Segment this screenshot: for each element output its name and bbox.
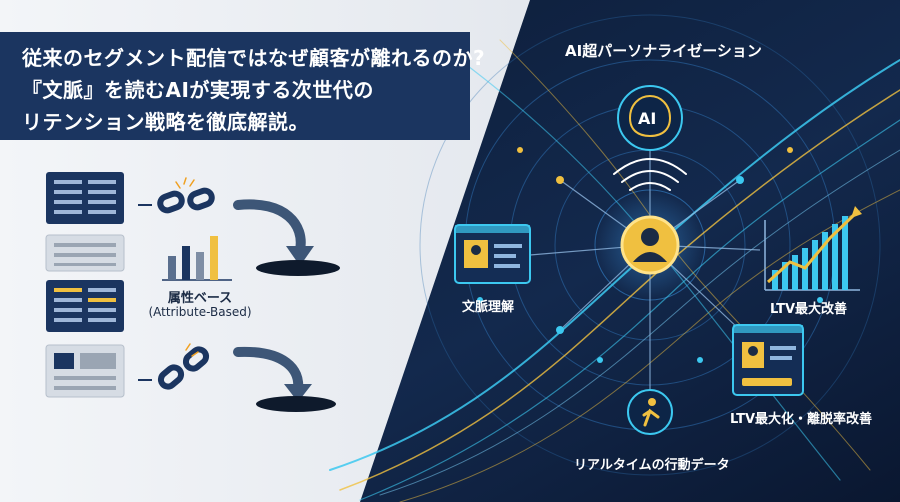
ltv-churn-label: LTV最大化・離脱率改善 — [730, 412, 873, 427]
signal-icon — [613, 158, 687, 191]
context-understanding-label: 文脈理解 — [462, 300, 515, 315]
activity-icon — [627, 389, 673, 435]
growth-chart-icon — [764, 206, 862, 291]
attribute-label-en: (Attribute-Based) — [148, 305, 252, 319]
profile-card-icon — [454, 224, 531, 284]
segment-list-1 — [46, 172, 124, 224]
attribute-label: 属性ベース — [167, 291, 233, 306]
segment-list-4 — [45, 344, 125, 398]
headline-line-1: 従来のセグメント配信ではなぜ顧客が離れるのか? — [22, 46, 486, 70]
segment-list-2 — [45, 234, 125, 272]
profile-window-icon — [732, 324, 804, 396]
connector-dashes — [138, 204, 152, 381]
ai-brain-icon — [617, 85, 683, 151]
personalization-title: AI超パーソナライゼーション — [565, 42, 762, 60]
segment-list-3 — [46, 280, 124, 332]
headline-banner: 従来のセグメント配信ではなぜ顧客が離れるのか? 『文脈』を読むAIが実現する次世… — [0, 32, 485, 140]
ai-badge: AI — [638, 109, 657, 128]
ltv-improvement-label: LTV最大改善 — [770, 302, 848, 317]
realtime-data-label: リアルタイムの行動データ — [574, 458, 730, 473]
churn-arrow-icon — [233, 199, 340, 276]
headline-line-2: 『文脈』を読むAIが実現する次世代の — [22, 78, 374, 102]
broken-link-icon — [157, 177, 215, 214]
churn-arrow-icon-2 — [233, 346, 336, 412]
user-center-icon — [620, 215, 680, 275]
headline-line-3: リテンション戦略を徹底解説。 — [22, 110, 309, 134]
broken-link-icon-2 — [157, 343, 210, 390]
bar-chart-icon — [162, 236, 232, 281]
